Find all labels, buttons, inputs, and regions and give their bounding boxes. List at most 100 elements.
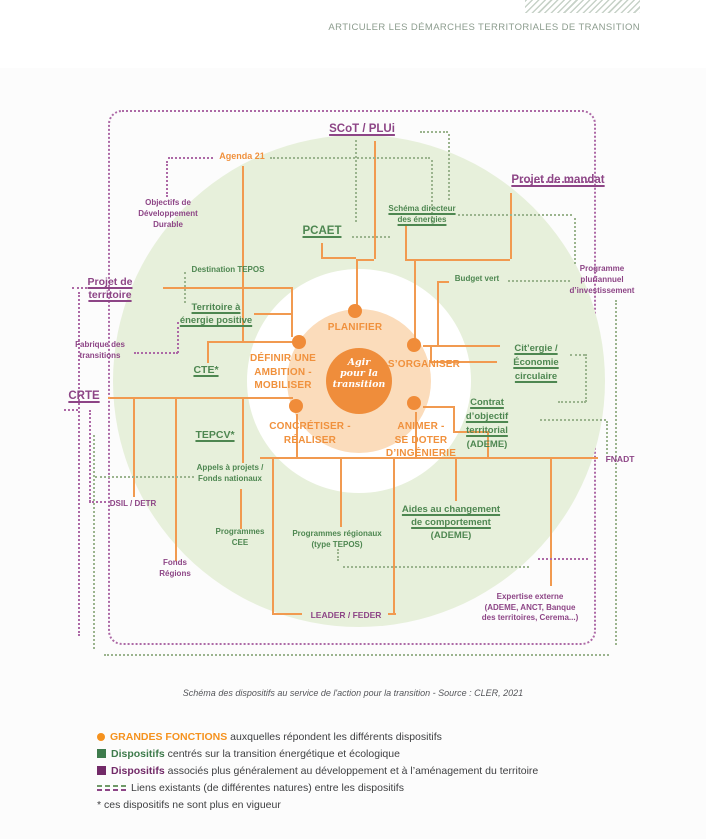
label-territoire-energie-positive: Territoire à énergie positive <box>179 302 253 326</box>
dashed-connector <box>78 292 80 636</box>
label-fabrique-transitions: Fabrique des transitions <box>75 340 125 360</box>
label-scot-plui: SCoT / PLUi <box>329 123 395 135</box>
legend-item-dispositifs-verts: Dispositifs centrés sur la transition én… <box>97 745 538 762</box>
function-planifier: PLANIFIER <box>327 322 383 333</box>
dashed-connector <box>420 131 448 133</box>
legend-item-dispositifs-violets: Dispositifs associés plus généralement a… <box>97 762 538 779</box>
legend-rest-5: * ces dispositifs ne sont plus en vigueu… <box>97 798 281 811</box>
orange-dot-icon <box>97 732 105 741</box>
label-schema-directeur: Schéma directeur des énergies <box>388 204 456 224</box>
dashed-connector <box>134 352 178 354</box>
legend-item-liens: Liens existants (de différentes natures)… <box>97 779 538 796</box>
legend-rest-1: auxquelles répondent les différents disp… <box>227 730 442 743</box>
connector-line <box>414 259 416 345</box>
connector-line <box>133 397 135 497</box>
function-animer: ANIMER - SE DOTER D’INGÉNIERIE <box>385 421 457 459</box>
label-leader-feder: LEADER / FEDER <box>310 610 382 620</box>
dashed-connector <box>64 409 78 411</box>
dashed-connector <box>508 280 570 282</box>
center-circle <box>326 348 392 414</box>
dashed-connector <box>270 157 430 159</box>
function-node-dot <box>348 304 362 318</box>
dashed-connector <box>540 419 606 421</box>
label-crte: CRTE <box>68 390 100 402</box>
connector-line <box>374 141 376 259</box>
dashed-connector <box>538 558 588 560</box>
dashed-connector <box>431 160 433 222</box>
label-citergie: Cit’ergie / Économie circulaire <box>513 343 559 382</box>
label-projet-mandat: Projet de mandat <box>511 174 605 186</box>
label-tepcv: TEPCV* <box>195 429 235 441</box>
legend-item-grandes-fonctions: GRANDES FONCTIONS auxquelles répondent l… <box>97 728 538 745</box>
label-contrat-objectif-main: Contrat d’objectif territorial <box>465 397 509 436</box>
connector-line <box>240 489 242 529</box>
label-aides-ademe: (ADEME) <box>430 530 472 541</box>
connector-line <box>415 412 417 457</box>
dashed-connector <box>343 566 529 568</box>
connector-line <box>437 281 449 283</box>
connector-line <box>405 225 407 259</box>
page-title: ARTICULER LES DÉMARCHES TERRITORIALES DE… <box>328 22 640 33</box>
dashed-connector <box>570 354 585 356</box>
connector-line <box>423 406 455 408</box>
connector-line <box>242 397 244 463</box>
label-ppi: Programme pluriannuel d’investissement <box>569 264 635 295</box>
function-node-dot <box>407 396 421 410</box>
center-text: Agir pour la transition <box>332 357 386 390</box>
connector-line <box>405 259 510 261</box>
legend-bold-3: Dispositifs <box>111 764 165 777</box>
connector-line <box>393 457 395 615</box>
function-sorganiser: S’ORGANISER <box>387 359 461 370</box>
connector-line <box>207 341 293 343</box>
label-programmes-regionaux: Programmes régionaux (type TEPOS) <box>292 529 382 549</box>
connector-line <box>356 259 358 311</box>
connector-line <box>388 613 396 615</box>
label-appels-projets: Appels à projets / Fonds nationaux <box>196 463 264 483</box>
dashed-connector <box>352 236 390 238</box>
dashed-connector <box>615 300 617 645</box>
label-odd: Objectifs de Développement Durable <box>138 198 198 229</box>
label-expertise-externe: Expertise externe (ADEME, ANCT, Banque d… <box>481 592 579 622</box>
connector-line <box>108 397 293 399</box>
connector-line <box>272 613 302 615</box>
dashed-connector <box>104 654 609 656</box>
dashed-connector <box>574 218 576 264</box>
function-node-dot <box>407 338 421 352</box>
connector-line <box>423 345 500 347</box>
connector-line <box>291 287 293 337</box>
dashed-connector <box>168 157 213 159</box>
label-destination-tepos: Destination TEPOS <box>191 265 265 274</box>
label-budget-vert: Budget vert <box>454 274 500 283</box>
dashed-link-icon <box>97 784 126 791</box>
connector-line <box>321 243 323 257</box>
connector-line <box>254 313 291 315</box>
connector-line <box>260 457 598 459</box>
dashed-connector <box>89 501 110 503</box>
dashed-connector <box>89 410 91 502</box>
legend-rest-2: centrés sur la transition énergétique et… <box>164 747 400 760</box>
connector-line <box>510 193 512 259</box>
dashed-connector <box>166 161 168 197</box>
label-programmes-cee: Programmes CEE <box>215 527 265 547</box>
connector-line <box>487 431 489 457</box>
connector-line <box>207 341 209 363</box>
legend-item-asterisk: * ces dispositifs ne sont plus en vigueu… <box>97 796 538 813</box>
legend-bold-2: Dispositifs <box>111 747 165 760</box>
connector-line <box>272 457 274 615</box>
function-definir: DÉFINIR UNE AMBITION - MOBILISER <box>249 353 317 391</box>
label-fnadt: FNADT <box>605 454 635 464</box>
connector-line <box>550 457 552 586</box>
legend-rest-3: associés plus généralement au développem… <box>164 764 539 777</box>
dashed-connector <box>558 401 586 403</box>
dashed-connector <box>337 549 339 561</box>
dashed-connector <box>177 322 179 353</box>
connector-line <box>356 259 374 261</box>
connector-line <box>455 457 457 501</box>
connector-line <box>437 283 439 345</box>
dashed-connector <box>184 272 186 303</box>
dashed-connector <box>448 134 450 200</box>
label-projet-territoire: Projet de territoire <box>87 276 133 301</box>
label-cte: CTE* <box>193 364 219 376</box>
dashed-connector <box>458 214 572 216</box>
